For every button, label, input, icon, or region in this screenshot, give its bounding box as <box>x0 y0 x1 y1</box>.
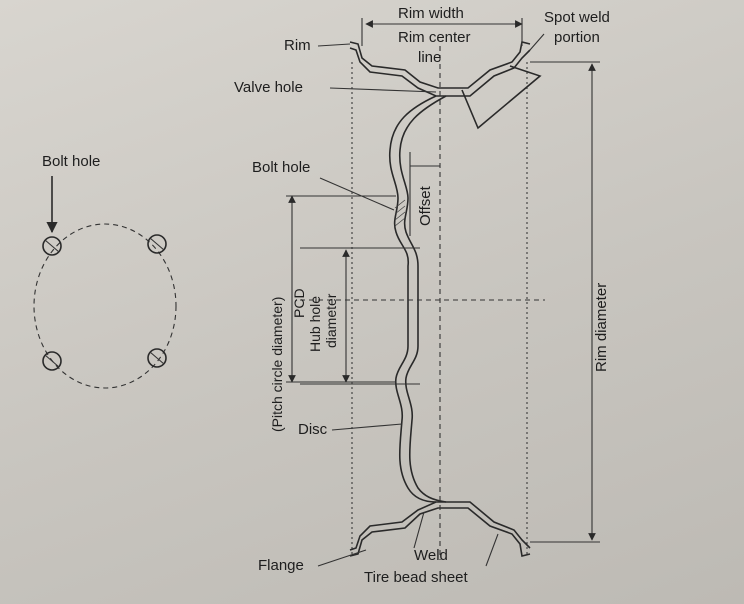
label-rim-center-1: Rim center <box>398 29 471 46</box>
label-spot-weld-2: portion <box>554 29 600 46</box>
rim-bottom <box>349 507 531 557</box>
label-rim: Rim <box>284 37 311 54</box>
bolt-hole-3 <box>42 351 62 371</box>
label-offset: Offset <box>417 185 434 226</box>
label-flange: Flange <box>258 557 304 574</box>
label-bolt-hole: Bolt hole <box>252 159 310 176</box>
disc-profile <box>388 95 437 503</box>
label-hub-hole-2: diameter <box>323 293 339 348</box>
label-rim-diameter: Rim diameter <box>593 283 610 372</box>
bolt-hole-1 <box>42 236 62 256</box>
bolt-hole-hatch <box>394 199 406 227</box>
label-weld: Weld <box>414 547 448 564</box>
label-valve-hole: Valve hole <box>234 79 303 96</box>
bolt-hole-label-left: Bolt hole <box>42 153 100 170</box>
rim-top <box>349 41 531 89</box>
bolt-hole-2 <box>147 234 167 254</box>
label-disc: Disc <box>298 421 328 438</box>
wheel-section <box>286 18 600 567</box>
label-hub-hole-1: Hub hole <box>307 296 323 352</box>
label-pcd-1: (Pitch circle diameter) <box>269 297 285 432</box>
bolt-circle-figure: Bolt hole <box>33 153 177 389</box>
label-spot-weld-1: Spot weld <box>544 9 610 26</box>
label-rim-center-2: line <box>418 49 441 66</box>
pitch-circle <box>33 223 177 389</box>
bolt-hole-4 <box>147 348 167 368</box>
label-tire-bead-sheet: Tire bead sheet <box>364 569 469 586</box>
label-pcd-2: PCD <box>291 288 307 318</box>
wheel-labels: Rim Rim width Rim center line Spot weld … <box>234 5 610 586</box>
label-rim-width: Rim width <box>398 5 464 22</box>
spot-weld-wedge <box>461 65 542 130</box>
